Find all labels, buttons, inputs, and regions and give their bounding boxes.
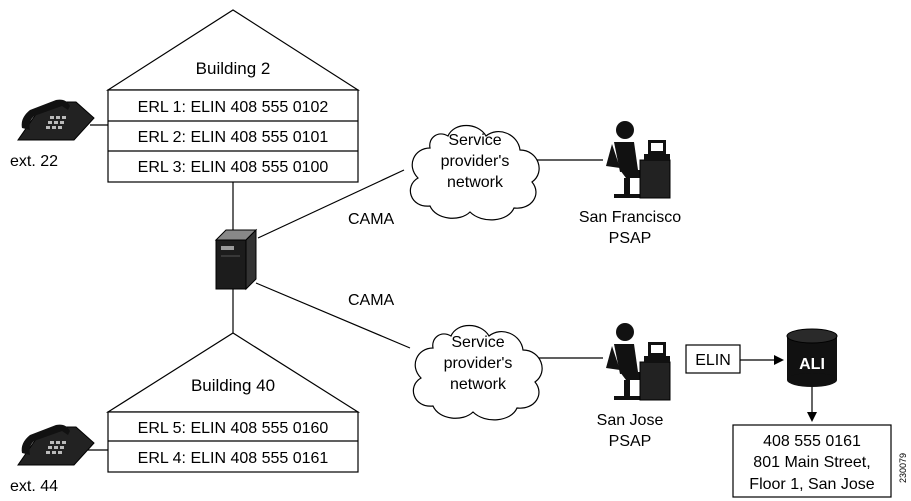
- building-2-roof: [105, 9, 361, 91]
- ali-database-icon: [786, 328, 838, 387]
- phone-icon: [17, 424, 95, 466]
- line-router-cloud-bottom: [255, 282, 411, 349]
- ali-record-box: [732, 424, 892, 498]
- connection-lines: [87, 124, 603, 451]
- psap-sj-name: San Jose: [597, 412, 664, 429]
- ali-record-line: 408 555 0161: [763, 433, 861, 450]
- building-2-title: Building 2: [196, 59, 271, 78]
- cloud-bottom-line: Service: [451, 334, 504, 351]
- phone-icon: [17, 99, 95, 141]
- cloud-top-line: Service: [448, 132, 501, 149]
- erl-label: ERL 4: ELIN 408 555 0161: [138, 450, 329, 467]
- ali-label: ALI: [799, 356, 825, 373]
- elin-box-label: ELIN: [695, 352, 731, 369]
- cloud-icon: [409, 124, 540, 221]
- psap-sf-name: San Francisco: [579, 209, 681, 226]
- erl-label: ERL 2: ELIN 408 555 0101: [138, 129, 329, 146]
- cloud-top-line: provider's: [441, 153, 510, 170]
- cloud-top-line: network: [447, 174, 504, 191]
- figure-id: 230079: [898, 453, 908, 483]
- ali-record-line: 801 Main Street,: [753, 454, 870, 471]
- cama-label-top: CAMA: [348, 211, 395, 228]
- cloud-bottom-line: network: [450, 376, 507, 393]
- building-40-roof: [105, 332, 361, 413]
- ali-record-line: Floor 1, San Jose: [749, 476, 875, 493]
- building-40: Building 40 ERL 5: ELIN 408 555 0160 ERL…: [105, 332, 361, 473]
- building-40-body: [107, 411, 359, 473]
- psap-operator-icon: [606, 323, 671, 401]
- phone-ext-bottom: ext. 44: [10, 478, 58, 495]
- gateway-server-icon: [214, 228, 258, 291]
- arrow-head-icon: [807, 412, 817, 422]
- erl-label: ERL 5: ELIN 408 555 0160: [138, 420, 329, 437]
- building-2-body: [107, 89, 359, 183]
- building-2: Building 2 ERL 1: ELIN 408 555 0102 ERL …: [105, 9, 361, 183]
- line-router-cloud-top: [257, 169, 405, 239]
- phone-ext-top: ext. 22: [10, 153, 58, 170]
- psap-sj-label: PSAP: [609, 433, 652, 450]
- psap-sf-label: PSAP: [609, 230, 652, 247]
- building-40-title: Building 40: [191, 376, 275, 395]
- erl-label: ERL 1: ELIN 408 555 0102: [138, 99, 329, 116]
- arrow-head-icon: [774, 355, 784, 365]
- elin-box: [685, 344, 741, 374]
- psap-operator-icon: [606, 121, 671, 199]
- cloud-icon: [412, 324, 543, 421]
- cama-label-bottom: CAMA: [348, 292, 395, 309]
- erl-label: ERL 3: ELIN 408 555 0100: [138, 159, 329, 176]
- cloud-bottom-line: provider's: [444, 355, 513, 372]
